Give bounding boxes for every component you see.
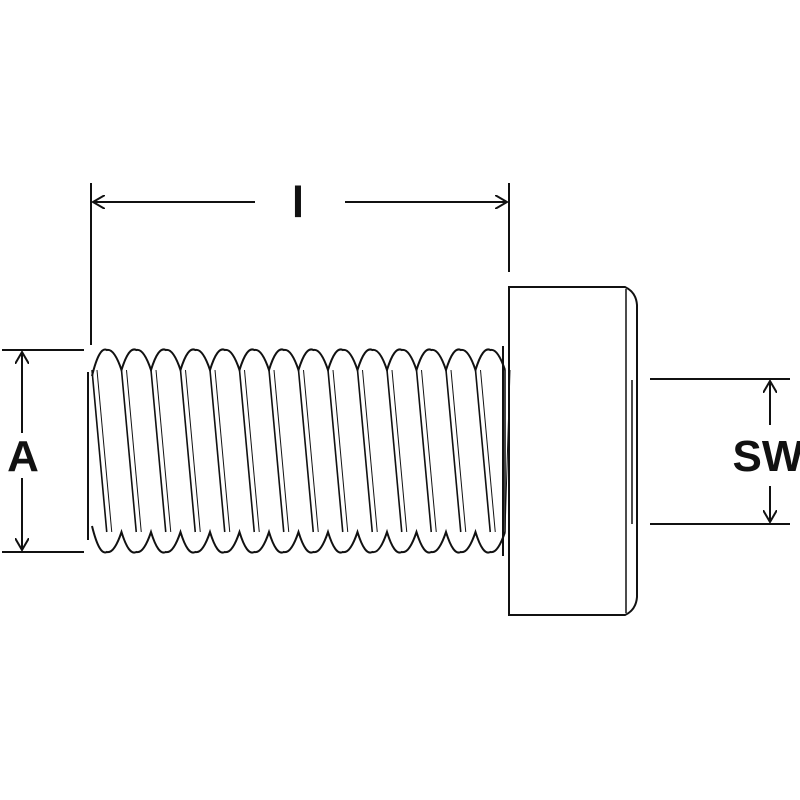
length-label: l	[292, 178, 304, 227]
thread-crest-bottom	[91, 525, 506, 554]
thread-flank-line	[362, 369, 378, 533]
thread-flank-lines	[91, 346, 511, 556]
thread-flank-line	[474, 369, 492, 533]
head-outline	[508, 286, 638, 616]
thread-flank-line	[214, 369, 231, 533]
thread-flank-line	[327, 369, 344, 533]
thread-flank-line	[244, 369, 260, 533]
thread-flank-line	[273, 369, 290, 533]
thread-flank-line	[120, 369, 138, 533]
thread-flank-line	[415, 369, 433, 533]
socket-width-dimension: SW	[650, 378, 800, 525]
thread-flank-line	[356, 369, 374, 533]
thread-flank-line	[155, 369, 172, 533]
length-dimension: l	[90, 178, 510, 345]
thread-flank-line	[445, 369, 462, 533]
sw-label: SW	[733, 432, 800, 481]
threaded-shank	[87, 346, 511, 556]
diameter-label: A	[7, 432, 39, 481]
screw-head	[508, 286, 638, 616]
thread-flank-line	[391, 369, 408, 533]
thread-flank-line	[421, 369, 437, 533]
thread-flank-line	[386, 369, 403, 533]
thread-flank-line	[504, 369, 511, 533]
thread-flank-line	[238, 369, 256, 533]
thread-flank-line	[480, 369, 496, 533]
thread-flank-line	[150, 369, 167, 533]
thread-diameter-dimension: A	[2, 349, 84, 553]
thread-flank-line	[209, 369, 226, 533]
thread-flank-line	[332, 369, 349, 533]
thread-flank-line	[179, 369, 197, 533]
thread-flank-line	[303, 369, 319, 533]
thread-flank-line	[268, 369, 285, 533]
thread-flank-line	[91, 369, 108, 533]
thread-flank-line	[185, 369, 201, 533]
thread-flank-line	[297, 369, 315, 533]
thread-flank-line	[450, 369, 467, 533]
thread-flank-line	[96, 369, 113, 533]
thread-flank-line	[126, 369, 142, 533]
